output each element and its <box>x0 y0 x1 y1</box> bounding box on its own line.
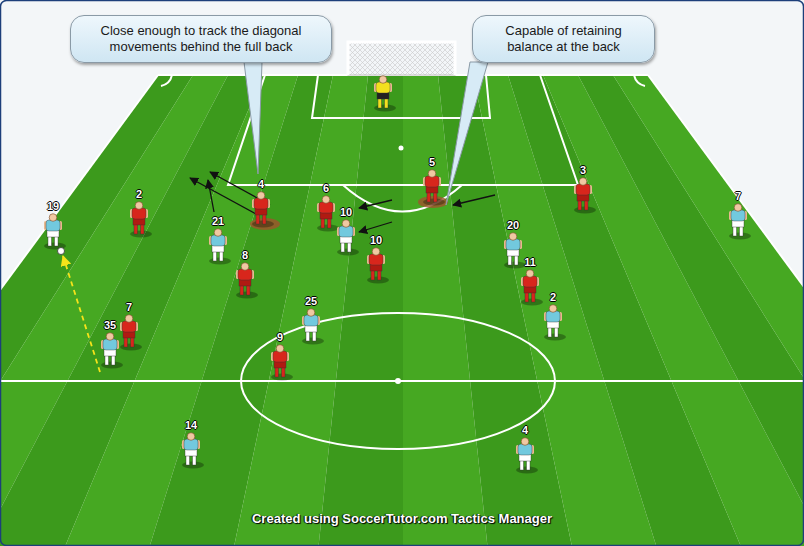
player-number: 9 <box>277 331 283 344</box>
player-number: 6 <box>323 182 329 195</box>
player-number: 10 <box>340 206 352 219</box>
player-number: 3 <box>580 164 586 177</box>
player-number: 19 <box>47 200 59 213</box>
player-number: 2 <box>136 188 142 201</box>
callout-text: Capable of retaining balance at the back <box>483 23 644 55</box>
player-figure <box>252 192 274 228</box>
callout-box: Capable of retaining balance at the back <box>472 15 655 63</box>
player-figure <box>337 220 359 256</box>
player-number: 8 <box>242 249 248 262</box>
player-figure <box>182 433 204 469</box>
callout-text: Close enough to track the diagonal movem… <box>81 23 321 55</box>
player-figure <box>209 229 231 265</box>
player-number: 4 <box>258 178 264 191</box>
player-figure <box>130 202 152 238</box>
player-number: 35 <box>104 319 116 332</box>
player-number: 21 <box>212 215 224 228</box>
player-figure <box>423 170 445 206</box>
player-figure <box>271 345 293 381</box>
player-figure <box>574 178 596 214</box>
player-number: 20 <box>507 219 519 232</box>
grass-stripe <box>319 75 403 546</box>
players <box>44 76 751 474</box>
player-figure <box>374 76 396 112</box>
player-number: 14 <box>185 419 197 432</box>
player-figure <box>521 270 543 306</box>
player-number: 4 <box>522 424 528 437</box>
ball <box>58 248 65 255</box>
player-number: 7 <box>126 301 132 314</box>
player-number: 10 <box>370 234 382 247</box>
player-figure <box>236 263 258 299</box>
player-figure <box>317 196 339 232</box>
player-figure <box>544 305 566 341</box>
player-figure <box>44 214 66 250</box>
player-number: 25 <box>305 295 317 308</box>
goal <box>348 42 455 75</box>
player-figure <box>120 315 142 351</box>
highlight-zone <box>418 196 448 208</box>
centre-spot <box>395 378 401 384</box>
pass-arrow <box>63 256 100 372</box>
movement-arrows <box>190 172 495 232</box>
grass-stripe <box>613 75 804 546</box>
player-figure <box>504 233 526 269</box>
penalty-spot <box>399 146 404 151</box>
player-number: 11 <box>524 256 536 269</box>
player-figure <box>302 309 324 345</box>
callout-box: Close enough to track the diagonal movem… <box>70 15 332 63</box>
player-figure <box>367 248 389 284</box>
player-figure <box>101 333 123 369</box>
player-number: 5 <box>429 156 435 169</box>
player-figure <box>729 204 751 240</box>
player-number: 7 <box>735 190 741 203</box>
player-figure <box>516 438 538 474</box>
grass-stripes <box>0 75 804 546</box>
watermark: Created using SoccerTutor.com Tactics Ma… <box>252 512 552 525</box>
pitch-lines <box>0 75 804 449</box>
callout-tails <box>244 62 488 205</box>
player-number: 2 <box>550 291 556 304</box>
